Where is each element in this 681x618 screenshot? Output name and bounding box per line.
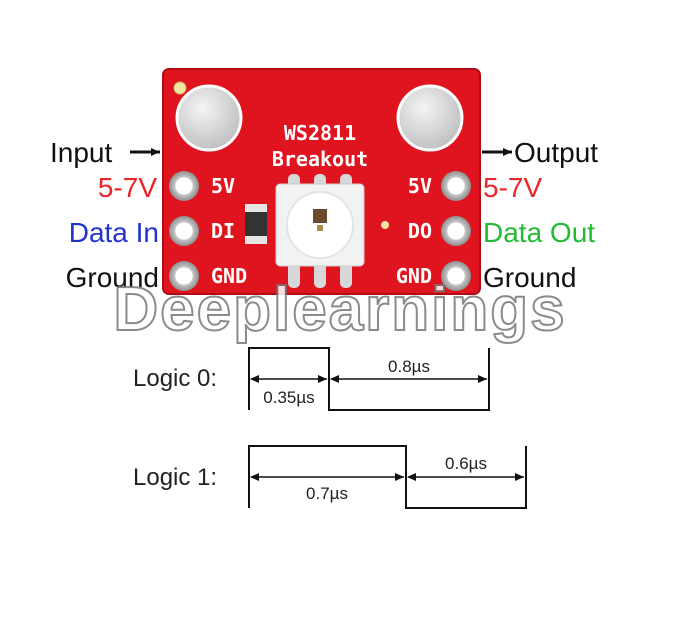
timing-logic0: Logic 0: 0.35µs 0.8µs <box>133 347 490 411</box>
pin-gnd-right <box>441 261 471 291</box>
mounting-hole-left <box>175 84 243 152</box>
watermark: Deeplearnings <box>113 275 566 344</box>
logic0-waveform <box>248 347 490 411</box>
ground-left-label: Ground <box>66 262 159 293</box>
voltage-left-label: 5-7V <box>98 172 157 203</box>
led-die-icon <box>313 209 327 223</box>
output-label: Output <box>514 137 598 168</box>
data-out-label: Data Out <box>483 217 595 248</box>
pin-5v-right <box>441 171 471 201</box>
pin-row-right: 5V DO GND <box>396 171 471 291</box>
logic0-low-duration: 0.8µs <box>388 357 430 376</box>
pin-label-gnd-right: GND <box>396 264 432 288</box>
led-chip <box>275 174 365 288</box>
pin-5v-left <box>169 171 199 201</box>
pin-label-do: DO <box>408 219 432 243</box>
input-label: Input <box>50 137 112 168</box>
pin-di <box>169 216 199 246</box>
logic0-label: Logic 0: <box>133 365 217 392</box>
logic0-high-duration: 0.35µs <box>263 388 314 407</box>
pin-label-5v-left: 5V <box>211 174 235 198</box>
pin-row-left: 5V DI GND <box>169 171 247 291</box>
logic1-label: Logic 1: <box>133 464 217 491</box>
ground-right-label: Ground <box>483 262 576 293</box>
pin-gnd-left <box>169 261 199 291</box>
breakout-board: WS2811 Breakout 5V DI G <box>162 68 481 295</box>
pin-do <box>441 216 471 246</box>
via <box>173 81 187 95</box>
mounting-hole-right <box>396 84 464 152</box>
pin-label-gnd-left: GND <box>211 264 247 288</box>
via <box>381 221 389 229</box>
left-labels: Input 5-7V Data In Ground <box>50 137 160 293</box>
board-title: WS2811 <box>284 121 356 145</box>
logic1-low-duration: 0.6µs <box>445 454 487 473</box>
logic1-waveform <box>248 445 527 509</box>
logic1-high-duration: 0.7µs <box>306 484 348 503</box>
timing-logic1: Logic 1: 0.7µs 0.6µs <box>133 445 527 509</box>
pin-label-di: DI <box>211 219 235 243</box>
data-in-label: Data In <box>69 217 159 248</box>
resistor <box>245 204 267 244</box>
right-labels: Output 5-7V Data Out Ground <box>482 137 598 293</box>
pin-label-5v-right: 5V <box>408 174 432 198</box>
voltage-right-label: 5-7V <box>483 172 542 203</box>
board-subtitle: Breakout <box>272 147 368 171</box>
